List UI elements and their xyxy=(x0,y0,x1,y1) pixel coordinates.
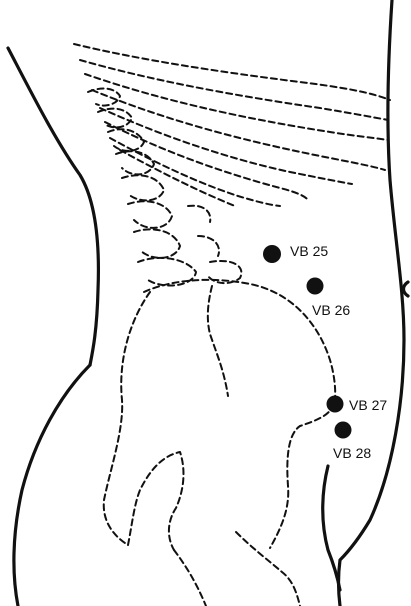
point-vb27: VB 27 xyxy=(327,396,388,414)
point-vb25-label: VB 25 xyxy=(290,243,328,259)
pelvis xyxy=(104,280,335,606)
point-vb26-marker xyxy=(307,278,324,295)
hip-outline xyxy=(14,365,90,606)
point-vb25: VB 25 xyxy=(263,243,328,263)
ribs xyxy=(74,44,390,206)
point-vb27-label: VB 27 xyxy=(349,397,387,413)
point-vb26: VB 26 xyxy=(307,278,351,319)
point-vb25-marker xyxy=(263,245,281,263)
point-vb27-marker xyxy=(327,396,344,413)
navel-mark xyxy=(404,282,409,296)
point-vb28: VB 28 xyxy=(333,422,371,462)
point-vb26-label: VB 26 xyxy=(312,302,350,318)
point-vb28-label: VB 28 xyxy=(333,445,371,461)
spine xyxy=(88,89,241,286)
back-outline xyxy=(8,48,98,365)
point-vb28-marker xyxy=(335,422,352,439)
